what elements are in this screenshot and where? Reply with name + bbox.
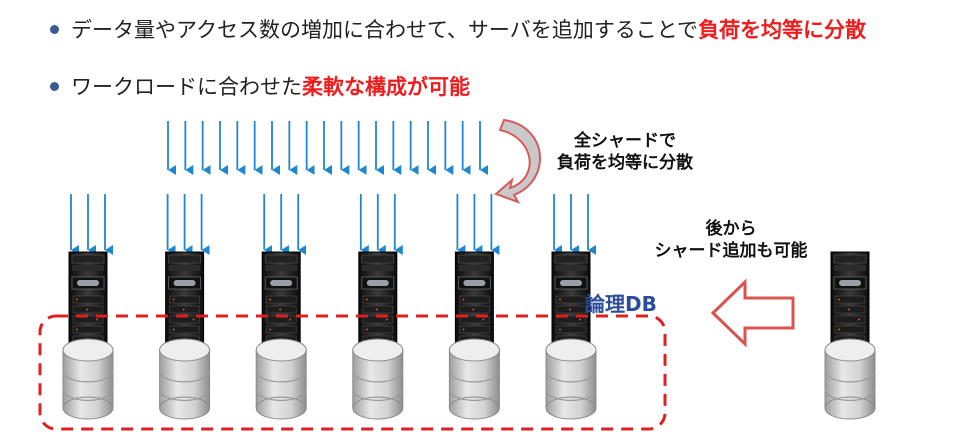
- bullet-dot: [50, 82, 59, 91]
- shard: [62, 194, 114, 420]
- bullet-2-emphasis: 柔軟な構成が可能: [302, 75, 470, 99]
- shard: [448, 194, 500, 420]
- shard: [255, 194, 307, 420]
- logical-db-label: 論理DB: [585, 292, 657, 316]
- callout-add-line1: 後から: [705, 219, 757, 239]
- shard: [352, 194, 404, 420]
- bullet-2-text: ワークロードに合わせた: [71, 75, 302, 99]
- database-icon: [824, 338, 876, 420]
- callout-distribute: 全シャードで 負荷を均等に分散: [545, 130, 705, 174]
- spare-shard: [824, 251, 876, 420]
- bullet-2: ワークロードに合わせた柔軟な構成が可能: [50, 73, 470, 101]
- database-icon: [159, 338, 211, 420]
- database-icon: [62, 338, 114, 420]
- bullet-1: データ量やアクセス数の増加に合わせて、サーバを追加することで負荷を均等に分散: [50, 16, 866, 44]
- database-icon: [448, 338, 500, 420]
- database-icon: [255, 338, 307, 420]
- callout-add-line2: シャード追加も可能: [654, 241, 808, 261]
- database-icon: [352, 338, 404, 420]
- bullet-1-text: データ量やアクセス数の増加に合わせて、サーバを追加することで: [71, 18, 699, 42]
- shard: [159, 194, 211, 420]
- bullet-dot: [50, 25, 59, 34]
- shard: [545, 194, 597, 420]
- callout-distribute-line1: 全シャードで: [574, 131, 676, 151]
- database-icon: [545, 338, 597, 420]
- request-arrows-top: [167, 121, 488, 175]
- add-shard-arrow-icon: [710, 278, 795, 348]
- curved-arrow-icon: [494, 118, 541, 204]
- bullet-1-emphasis: 負荷を均等に分散: [698, 18, 867, 42]
- logical-db-boundary: [38, 314, 667, 431]
- callout-add-shard: 後から シャード追加も可能: [626, 218, 836, 262]
- callout-distribute-line2: 負荷を均等に分散: [557, 153, 693, 173]
- shards: [62, 194, 597, 420]
